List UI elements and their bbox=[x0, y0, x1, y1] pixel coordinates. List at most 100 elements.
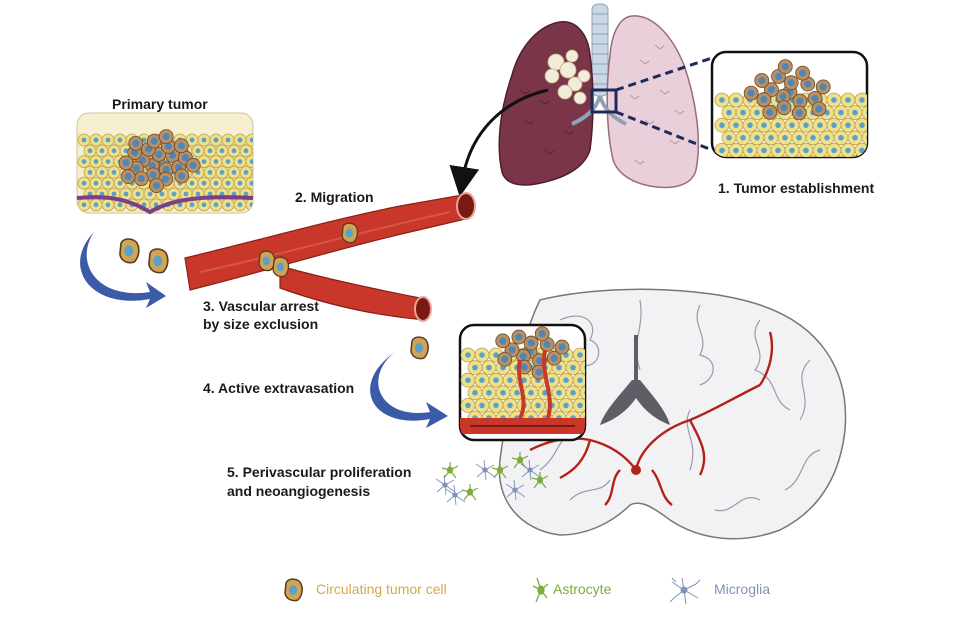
tumor-cell-yellow bbox=[876, 106, 890, 120]
tumor-cell-yellow bbox=[502, 372, 518, 388]
tumor-cell-yellow bbox=[721, 130, 737, 146]
epithelial-cell bbox=[209, 133, 223, 147]
tumor-cell bbox=[149, 178, 164, 194]
microglia bbox=[435, 474, 456, 496]
tumor-cell-yellow bbox=[833, 105, 849, 120]
circulating-tumor-cell bbox=[119, 238, 140, 264]
brain-tumor-inset bbox=[458, 323, 587, 442]
epithelial-cell bbox=[167, 187, 181, 201]
tumor-cell-yellow bbox=[798, 142, 814, 157]
tumor-cell bbox=[133, 171, 149, 187]
tumor-cell-yellow bbox=[558, 372, 574, 388]
tumor-cell-yellow bbox=[840, 117, 856, 133]
tumor-cell-yellow bbox=[749, 130, 765, 146]
tumor-cell-yellow bbox=[826, 92, 842, 108]
epithelial-cell bbox=[245, 176, 253, 190]
epithelial-cell bbox=[101, 198, 115, 212]
epithelial-cell bbox=[233, 133, 247, 147]
tumor-cell-yellow bbox=[777, 130, 793, 146]
tumor-cell bbox=[795, 65, 811, 81]
tumor-cell bbox=[497, 351, 513, 367]
tumor-cell bbox=[791, 105, 807, 121]
tumor-cell-yellow bbox=[721, 105, 737, 120]
epithelial-cell bbox=[221, 198, 235, 212]
tumor-cell bbox=[783, 75, 799, 91]
tumor-cell-yellow bbox=[523, 385, 539, 401]
epithelial-cell bbox=[83, 165, 97, 179]
tumor-cell-yellow bbox=[812, 142, 828, 157]
tumor-cell-yellow bbox=[819, 155, 835, 157]
tumor-cell-yellow bbox=[847, 105, 863, 120]
epithelial-cell bbox=[251, 187, 253, 201]
tumor-cell-yellow bbox=[474, 372, 490, 388]
tumor-cell-yellow bbox=[481, 385, 497, 401]
tumor-cell-yellow bbox=[840, 92, 856, 108]
epithelial-cell bbox=[77, 133, 91, 147]
epithelial-cell bbox=[101, 176, 115, 190]
circulating-tumor-cell bbox=[341, 222, 359, 244]
tumor-cell-yellow bbox=[763, 155, 779, 157]
epithelial-cell bbox=[227, 165, 241, 179]
epithelial-cell bbox=[89, 155, 103, 169]
tumor-cell-yellow bbox=[467, 360, 483, 376]
lung-texture bbox=[629, 44, 685, 165]
epithelial-cell bbox=[83, 144, 97, 158]
epithelial-cell bbox=[239, 144, 253, 158]
circulating-tumor-cell bbox=[410, 336, 429, 360]
tumor-cell-yellow bbox=[784, 117, 800, 133]
epithelial-cell bbox=[221, 176, 235, 190]
tumor-cell-yellow bbox=[770, 142, 786, 157]
tumor-cell-yellow bbox=[861, 105, 867, 120]
epithelial-cell bbox=[197, 155, 211, 169]
epithelial-cell bbox=[233, 176, 247, 190]
microglia bbox=[520, 459, 541, 481]
tumor-cell-yellow bbox=[735, 155, 751, 157]
tumor-cell-yellow bbox=[488, 372, 504, 388]
epithelial-cell bbox=[131, 187, 145, 201]
tumor-cell-yellow bbox=[474, 397, 490, 413]
tumor-cell-yellow bbox=[833, 155, 849, 157]
tumor-cell-yellow bbox=[460, 372, 476, 388]
tumor-cell bbox=[173, 138, 189, 154]
tumor-cell-yellow bbox=[488, 397, 504, 413]
tumor-cell-yellow bbox=[847, 155, 863, 157]
tumor-cell-yellow bbox=[728, 92, 744, 108]
glial-cells bbox=[435, 452, 549, 506]
tumor-cell bbox=[146, 133, 162, 149]
microglia bbox=[445, 484, 466, 506]
tumor-cell-yellow bbox=[861, 130, 867, 146]
tumor-cell-yellow bbox=[876, 156, 890, 170]
epithelial-cell bbox=[191, 144, 205, 158]
tumor-cell-yellow bbox=[565, 360, 581, 376]
tumor-cell-yellow bbox=[481, 360, 497, 376]
legend: Circulating tumor cell Astrocyte Microgl… bbox=[0, 574, 962, 604]
epithelial-cell bbox=[209, 198, 223, 212]
tumor-cell bbox=[495, 333, 511, 349]
tumor-cell-yellow bbox=[714, 117, 730, 133]
tumor-cell-yellow bbox=[742, 142, 758, 157]
tumor-cell-yellow bbox=[826, 142, 842, 157]
label-vascular-arrest-line1: 3. Vascular arrest bbox=[203, 298, 319, 314]
legend-item-microglia: Microglia bbox=[706, 574, 770, 604]
epithelial-cell bbox=[215, 144, 229, 158]
ctc-group-primary bbox=[119, 238, 169, 274]
tumor-cell bbox=[523, 335, 539, 351]
label-proliferation-line2: and neoangiogenesis bbox=[227, 483, 371, 499]
intravasation-arrow bbox=[80, 232, 166, 308]
tumor-cell-yellow bbox=[749, 155, 765, 157]
tumor-cell-yellow bbox=[530, 397, 546, 413]
trachea bbox=[591, 3, 609, 97]
legend-microglia-icon bbox=[669, 577, 701, 605]
tumor-cell-yellow bbox=[714, 92, 730, 108]
tumor-cell bbox=[792, 93, 808, 109]
tumor-cell-yellow bbox=[551, 385, 567, 401]
lung-zoom-box bbox=[590, 88, 618, 114]
tumor-cell-yellow bbox=[861, 155, 867, 157]
tumor-cell-yellow bbox=[763, 130, 779, 146]
tumor-cell-yellow bbox=[798, 117, 814, 133]
tumor-cell-yellow bbox=[474, 347, 490, 363]
tumor-cell bbox=[754, 73, 770, 88]
legend-ctc-icon bbox=[284, 578, 303, 602]
tumor-cell bbox=[800, 76, 816, 92]
